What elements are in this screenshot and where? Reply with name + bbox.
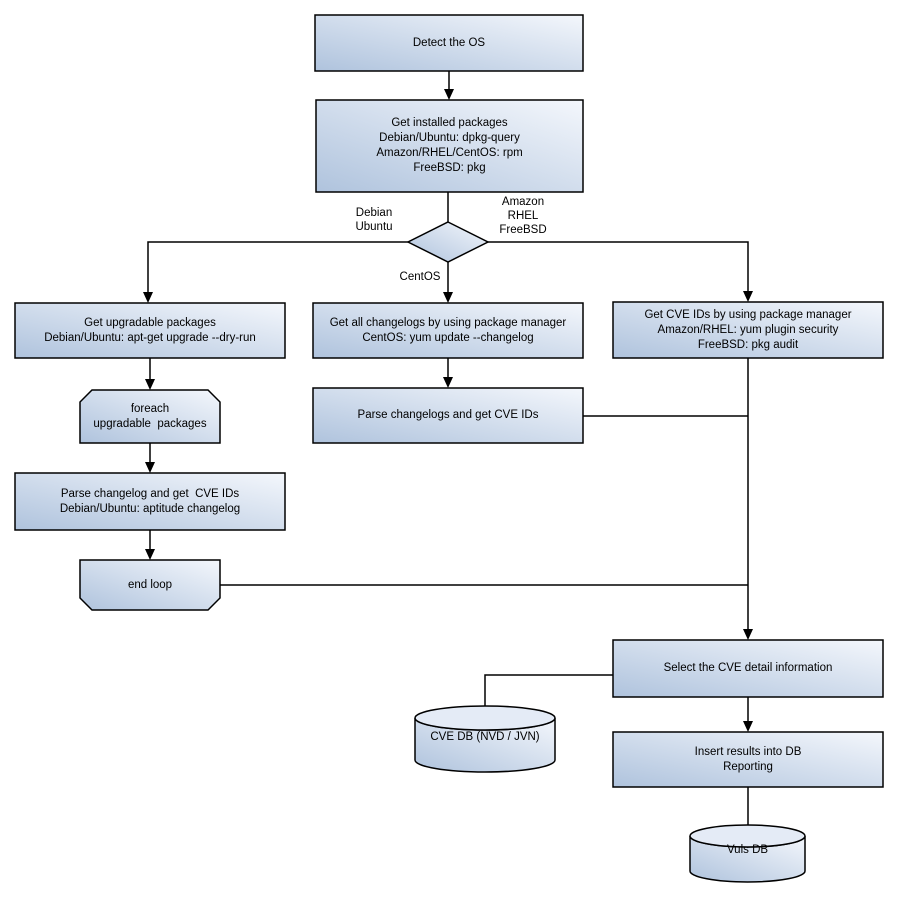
- arrow-down-icon: [145, 462, 155, 473]
- shape-get-upgradable: [14, 302, 286, 359]
- arrow-down-icon: [443, 292, 453, 303]
- edge-cvedb-to-select: [484, 674, 613, 707]
- edge-label-line: Ubuntu: [355, 221, 393, 233]
- arrowheads: [143, 89, 753, 732]
- arrow-down-icon: [743, 629, 753, 640]
- arrow-down-icon: [743, 291, 753, 302]
- shape-os-decision-diamond: [406, 221, 490, 263]
- shape-parse-changelog: [14, 472, 286, 531]
- edge-decision-right: [488, 241, 749, 298]
- shape-detect-os: [314, 14, 584, 72]
- shape-select-cve: [612, 639, 884, 698]
- edge-label-line: FreeBSD: [499, 224, 547, 236]
- shape-get-installed: [315, 99, 584, 193]
- arrow-down-icon: [743, 721, 753, 732]
- arrow-down-icon: [143, 292, 153, 303]
- shape-foreach-loop: [79, 389, 221, 444]
- shape-get-all-changelogs: [312, 302, 584, 359]
- connector-lines: [147, 71, 749, 825]
- edge-label-debian-ubuntu: Debian Ubuntu: [340, 204, 408, 236]
- arrow-down-icon: [444, 89, 454, 100]
- shape-vuls-db-cylinder-top: [689, 824, 806, 848]
- arrow-down-icon: [145, 379, 155, 390]
- arrow-down-icon: [443, 377, 453, 388]
- edge-label-amazon-rhel-freebsd: Amazon RHEL FreeBSD: [493, 194, 553, 238]
- edge-label-line: Debian: [355, 207, 393, 219]
- shape-get-cve-ids: [612, 301, 884, 359]
- edge-label-line: CentOS: [399, 271, 441, 283]
- edge-label-line: RHEL: [507, 210, 539, 222]
- edge-label-centos: CentOS: [390, 268, 450, 286]
- shape-parse-changelogs: [312, 387, 584, 444]
- shape-insert-results: [612, 731, 884, 788]
- shape-cve-db-cylinder-top: [414, 705, 556, 731]
- edge-label-line: Amazon: [501, 196, 545, 208]
- edge-decision-left: [147, 241, 408, 299]
- arrow-down-icon: [145, 549, 155, 560]
- node-shapes: [14, 14, 884, 883]
- shape-end-loop: [79, 559, 221, 611]
